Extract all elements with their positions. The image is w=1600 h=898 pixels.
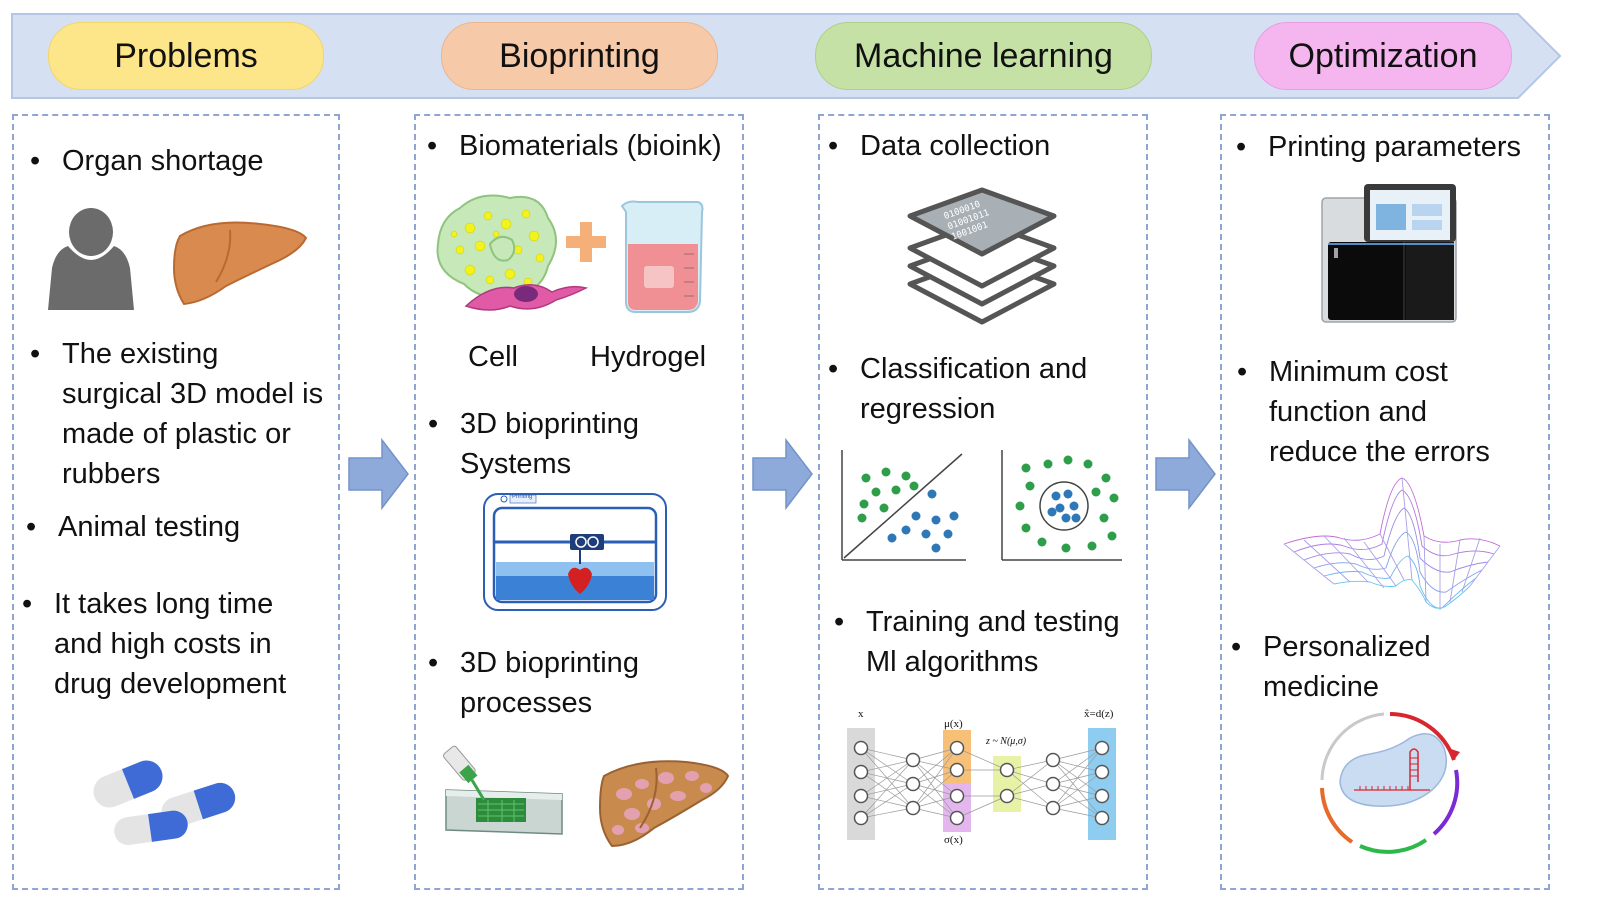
bullet-text: It takes long time and high costs in dru… — [54, 588, 287, 700]
bullet-text: Organ shortage — [62, 145, 264, 177]
network-sigma-label: σ(x) — [944, 834, 963, 846]
bullet-text: Personalized medicine — [1263, 631, 1431, 703]
network-latent-label: z ~ N(μ,σ) — [986, 736, 1027, 747]
neural-network-diagram: x μ(x) σ(x) z ~ N(μ,σ) x̂=d(z) — [840, 706, 1130, 852]
network-input-label: x — [858, 708, 864, 720]
flow-arrow-icon — [1155, 438, 1216, 510]
linear-classification-plot-icon — [841, 450, 966, 561]
stage-pill-optimization: Optimization — [1254, 22, 1512, 90]
flow-arrow-icon — [348, 438, 409, 510]
hydrogel-label: Hydrogel — [590, 341, 707, 373]
panel-machine-learning — [818, 114, 1148, 890]
panel-optimization — [1220, 114, 1550, 890]
pills-capsule-icon — [93, 760, 236, 846]
flow-arrow-icon — [752, 438, 813, 510]
stage-title: Bioprinting — [499, 36, 660, 75]
network-output-label: x̂=d(z) — [1084, 708, 1114, 720]
bullet-text: 3D bioprinting processes — [460, 647, 639, 719]
bullet-text: Printing parameters — [1268, 131, 1522, 163]
process-banner-arrow — [11, 13, 1562, 99]
beaker-hydrogel-icon — [620, 200, 704, 313]
bullet-text: 3D bioprinting Systems — [460, 408, 639, 480]
printed-liver-icon — [598, 760, 730, 848]
plus-icon — [566, 222, 606, 262]
cluster-classification-plot-icon — [1001, 450, 1122, 561]
bullet-text: Animal testing — [58, 511, 241, 543]
cost-surface-3d-icon — [1283, 477, 1501, 610]
printer-screen-label: Printing — [512, 494, 533, 500]
stage-pill-problems: Problems — [48, 22, 324, 90]
stage-title: Machine learning — [854, 36, 1113, 75]
stage-pill-bioprinting: Bioprinting — [441, 22, 718, 90]
bullet-text: Minimum cost function and reduce the err… — [1269, 356, 1490, 468]
data-layers-illustration: 0100010 01001011 1001001 — [906, 184, 1058, 326]
stage-title: Problems — [114, 36, 258, 75]
liver-icon — [172, 221, 308, 306]
cell-icon — [436, 194, 589, 311]
stage-pill-machine-learning: Machine learning — [815, 22, 1152, 90]
panel-bioprinting — [414, 114, 744, 890]
personalized-medicine-cycle-icon — [1320, 712, 1460, 854]
bullet-text: Classification and regression — [860, 353, 1088, 425]
extrusion-printing-icon — [443, 745, 563, 835]
bullet-text: The existing surgical 3D model is made o… — [62, 338, 324, 490]
bullet-text: Data collection — [860, 130, 1051, 162]
bullet-text: Biomaterials (bioink) — [459, 130, 722, 162]
stage-title: Optimization — [1288, 36, 1478, 75]
panel-problems — [12, 114, 340, 890]
person-silhouette-icon — [48, 208, 134, 310]
bioprinter-system-illustration: Printing — [482, 492, 668, 612]
bullet-text: Training and testing Ml algorithms — [866, 606, 1120, 678]
network-mu-label: μ(x) — [944, 718, 963, 730]
cell-label: Cell — [468, 341, 518, 373]
bioprinter-machine-icon — [1321, 184, 1457, 323]
